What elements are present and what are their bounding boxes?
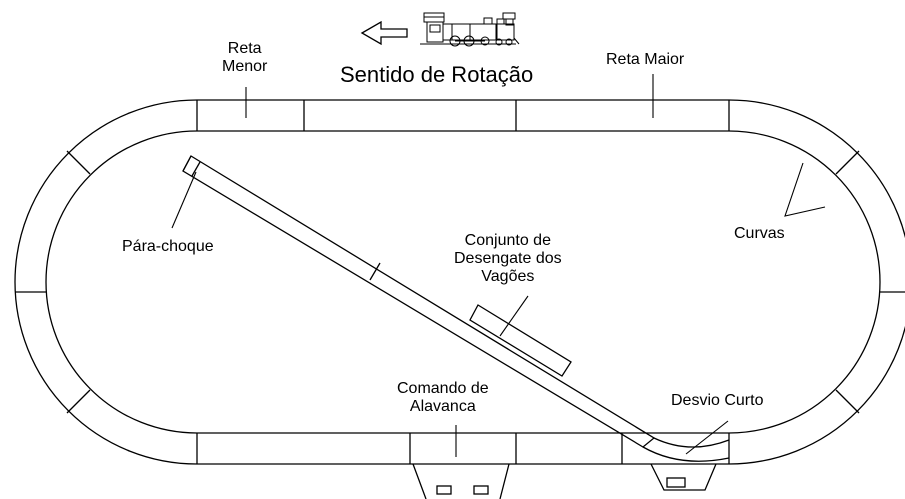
siding-switch-controller [650, 463, 717, 491]
steam-locomotive-icon [420, 12, 520, 47]
left-arrow-icon [360, 20, 408, 46]
top-straight-joints [196, 100, 730, 131]
siding-track [182, 155, 730, 462]
label-curvas: Curvas [734, 225, 785, 242]
uncoupler-unit [469, 304, 572, 377]
label-comando: Comando de Alavanca [397, 380, 489, 415]
bottom-straight-joints [196, 433, 730, 464]
leader-lines [171, 74, 826, 457]
label-desengate: Conjunto de Desengate dos Vagões [454, 232, 562, 285]
label-para-choque: Pára-choque [122, 238, 214, 255]
label-desvio-curto: Desvio Curto [671, 392, 764, 409]
label-reta-maior: Reta Maior [606, 51, 685, 68]
curve-joints [15, 150, 905, 414]
label-reta-menor: Reta Menor [222, 40, 268, 75]
lever-controller [412, 463, 510, 499]
rotation-direction-title: Sentido de Rotação [340, 62, 534, 87]
